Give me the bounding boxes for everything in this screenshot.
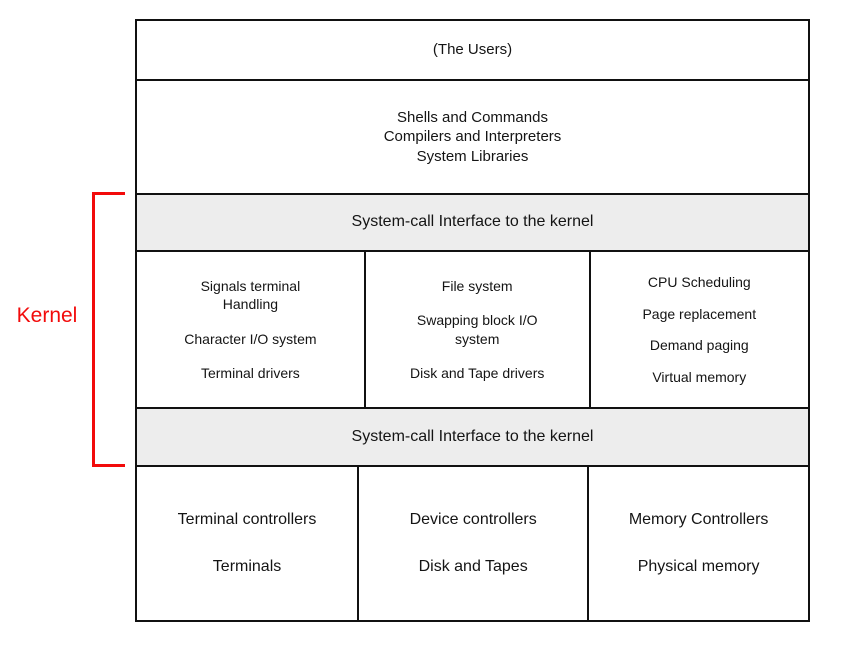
row-user-programs: Shells and Commands Compilers and Interp… [137,79,808,193]
kernel-item: Character I/O system [184,330,317,347]
hardware-item: Terminals [212,557,282,575]
syscall-top-label: System-call Interface to the kernel [351,213,594,231]
hardware-item: Device controllers [409,510,537,528]
hardware-col-terminals: Terminal controllers Terminals [137,467,357,620]
row-hardware: Terminal controllers Terminals Device co… [137,465,808,620]
row-kernel-internals: Signals terminal Handling Character I/O … [137,250,808,407]
kernel-col-file-system: File system Swapping block I/O system Di… [363,252,589,407]
kernel-item: Virtual memory [652,368,747,385]
hardware-item: Memory Controllers [628,510,769,528]
kernel-item: Demand paging [649,337,749,354]
hardware-item: Terminal controllers [177,510,317,528]
hardware-col-memory: Memory Controllers Physical memory [587,467,808,620]
hardware-item: Disk and Tapes [418,557,528,575]
row-syscall-top: System-call Interface to the kernel [137,193,808,250]
users-label: (The Users) [432,41,513,59]
row-syscall-bottom: System-call Interface to the kernel [137,407,808,465]
kernel-item: Signals terminal Handling [200,277,301,312]
hardware-col-devices: Device controllers Disk and Tapes [357,467,587,620]
kernel-item: Disk and Tape drivers [410,365,545,382]
kernel-label: Kernel [16,304,78,327]
kernel-item: Terminal drivers [200,365,300,382]
user-programs-line-shells: Shells and Commands [397,108,548,126]
kernel-col-memory-scheduling: CPU Scheduling Page replacement Demand p… [588,252,808,407]
kernel-item: CPU Scheduling [647,274,751,291]
syscall-bottom-label: System-call Interface to the kernel [351,427,594,445]
user-programs-line-libraries: System Libraries [416,147,529,165]
row-users: (The Users) [137,21,808,79]
kernel-bracket [92,192,125,467]
kernel-item: Swapping block I/O system [416,312,538,347]
diagram-box: (The Users) Shells and Commands Compiler… [135,19,810,622]
user-programs-line-compilers: Compilers and Interpreters [383,128,562,146]
kernel-item: File system [441,277,513,294]
kernel-item: Page replacement [642,305,757,322]
hardware-item: Physical memory [637,557,760,575]
kernel-col-terminal-io: Signals terminal Handling Character I/O … [137,252,364,407]
